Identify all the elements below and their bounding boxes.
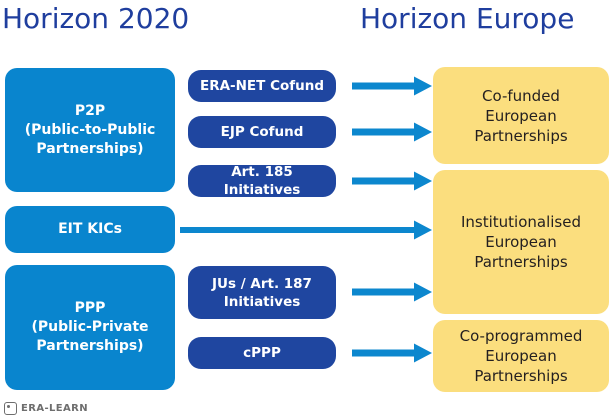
text-line: Co-programmed	[459, 327, 583, 345]
instrument-era-net-cofund[interactable]: ERA-NET Cofund	[188, 70, 336, 102]
text-line: P2P	[74, 102, 106, 119]
text-line: Partnerships	[474, 126, 568, 145]
arrow-eit-kics-to-institutionalised	[180, 219, 432, 241]
watermark-label: ERA-LEARN	[21, 403, 89, 414]
h2020-group-eit-kics-label: EIT KICs	[5, 220, 175, 239]
heu-partnership-co-programmed[interactable]: Co-programmed European Partnerships	[433, 320, 609, 392]
text-line: Partnerships	[474, 253, 568, 271]
text-line: Partnerships)	[36, 338, 144, 354]
heu-partnership-institutionalised-label: Institutionalised European Partnerships	[433, 212, 609, 272]
heu-partnership-co-funded[interactable]: Co-funded European Partnerships	[433, 67, 609, 164]
h2020-group-p2p[interactable]: P2P (Public-to-Public Partnerships)	[5, 68, 175, 192]
instrument-art-185-initiatives[interactable]: Art. 185 Initiatives	[188, 163, 336, 199]
arrow-era-net-to-co-funded	[352, 75, 432, 97]
instrument-cppp[interactable]: cPPP	[188, 337, 336, 369]
watermark: ERA-LEARN	[4, 402, 88, 415]
text-line: Partnerships	[474, 367, 568, 385]
heu-partnership-co-programmed-label: Co-programmed European Partnerships	[433, 326, 609, 386]
instrument-jus-art-187-initiatives[interactable]: JUs / Art. 187 Initiatives	[188, 266, 336, 319]
text-line: Partnerships)	[36, 140, 144, 157]
text-line: European	[485, 233, 557, 251]
h2020-group-ppp-label: PPP (Public-Private Partnerships)	[5, 299, 175, 356]
heu-partnership-co-funded-label: Co-funded European Partnerships	[433, 86, 609, 146]
column-title-horizon-2020: Horizon 2020	[2, 2, 190, 35]
text-line: Co-funded	[482, 86, 560, 105]
instrument-art-185-initiatives-label: Art. 185 Initiatives	[188, 163, 336, 199]
text-line: EJP Cofund	[220, 124, 304, 140]
text-line: European	[485, 106, 557, 125]
heu-partnership-institutionalised[interactable]: Institutionalised European Partnerships	[433, 170, 609, 314]
text-line: (Public-Private	[31, 319, 149, 335]
arrow-art-185-to-institutionalised	[352, 170, 432, 192]
arrow-jus-art-187-to-institutionalised	[352, 281, 432, 303]
text-line: Initiatives	[223, 293, 301, 310]
text-line: (Public-to-Public	[24, 121, 156, 138]
text-line: Art. 185 Initiatives	[223, 164, 301, 198]
copyright-icon	[4, 402, 17, 415]
h2020-group-p2p-label: P2P (Public-to-Public Partnerships)	[5, 102, 175, 159]
instrument-cppp-label: cPPP	[188, 344, 336, 362]
h2020-group-ppp[interactable]: PPP (Public-Private Partnerships)	[5, 265, 175, 390]
text-line: cPPP	[243, 345, 281, 361]
instrument-era-net-cofund-label: ERA-NET Cofund	[188, 77, 336, 95]
column-title-horizon-europe: Horizon Europe	[360, 2, 575, 35]
text-line: European	[485, 347, 557, 365]
arrow-ejp-to-co-funded	[352, 121, 432, 143]
text-line: Institutionalised	[460, 213, 581, 231]
instrument-ejp-cofund[interactable]: EJP Cofund	[188, 116, 336, 148]
text-line: PPP	[74, 300, 106, 316]
instrument-jus-art-187-initiatives-label: JUs / Art. 187 Initiatives	[188, 275, 336, 311]
h2020-group-eit-kics[interactable]: EIT KICs	[5, 206, 175, 253]
text-line: JUs / Art. 187	[212, 275, 312, 292]
arrow-cppp-to-co-programmed	[352, 342, 432, 364]
text-line: ERA-NET Cofund	[199, 78, 325, 94]
instrument-ejp-cofund-label: EJP Cofund	[188, 123, 336, 141]
text-line: EIT KICs	[58, 221, 122, 237]
